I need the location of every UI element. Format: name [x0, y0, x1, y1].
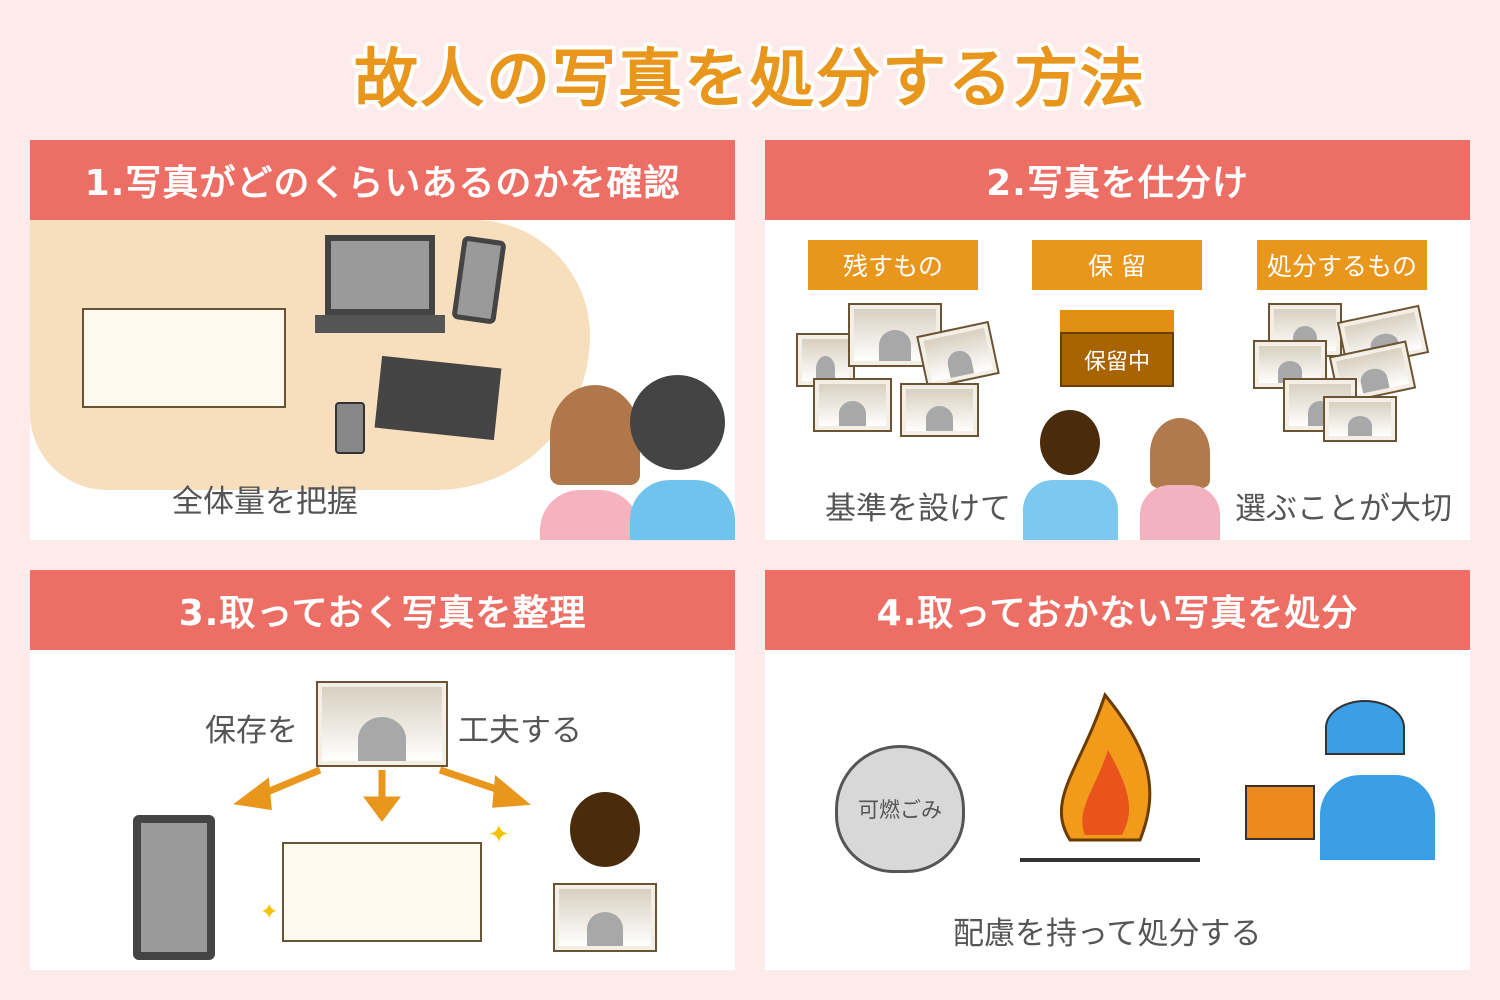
panel-heading: 4.取っておかない写真を処分	[765, 570, 1470, 650]
woman-body	[540, 490, 640, 540]
group-photo-icon	[316, 681, 448, 767]
man-illustration	[1040, 410, 1100, 475]
woman-body	[1140, 485, 1220, 540]
caption: 全体量を把握	[172, 484, 358, 520]
panel-4-dispose: 4.取っておかない写真を処分 可燃ごみ 配慮を持って処分する	[765, 570, 1470, 970]
group-photo-icon	[553, 883, 657, 952]
box-icon: 保留中	[1060, 332, 1174, 387]
caption-right: 工夫する	[458, 713, 582, 749]
label-hold: 保 留	[1032, 240, 1202, 290]
bag-label: 可燃ごみ	[858, 798, 942, 822]
man-body	[630, 480, 735, 540]
worker-illustration	[1320, 775, 1435, 860]
box-label: 保留中	[1083, 349, 1150, 375]
arrow-right-head	[492, 775, 531, 808]
woman-illustration	[1150, 418, 1210, 488]
panel-2-sort: 2.写真を仕分け 残すもの 保 留 処分するもの 保留中 基準を設けて 選ぶこと…	[765, 140, 1470, 540]
truck-icon	[1245, 785, 1315, 840]
sparkle-icon: ✦	[260, 900, 279, 925]
bonfire-icon	[1020, 691, 1200, 862]
photo-icon	[1253, 340, 1327, 389]
arrow-down-head	[363, 796, 401, 822]
album-icon	[282, 842, 482, 942]
film-roll-icon	[335, 402, 365, 454]
caption-left: 基準を設けて	[825, 491, 1011, 527]
laptop-icon	[325, 235, 435, 315]
man-body	[1023, 480, 1118, 540]
garbage-bag-icon: 可燃ごみ	[835, 745, 965, 873]
panel-heading: 1.写真がどのくらいあるのかを確認	[30, 140, 735, 220]
smartphone-icon	[133, 815, 215, 960]
caption: 配慮を持って処分する	[953, 916, 1262, 952]
panel-heading: 3.取っておく写真を整理	[30, 570, 735, 650]
label-keep: 残すもの	[808, 240, 978, 290]
label-dispose: 処分するもの	[1257, 240, 1427, 290]
arrows	[233, 766, 531, 822]
album-open-illustration	[82, 308, 286, 408]
man-illustration	[630, 375, 725, 470]
sparkle-icon: ✦	[488, 820, 510, 850]
photo-icon	[900, 383, 979, 437]
woman-illustration	[550, 385, 640, 485]
panel-3-organize: 3.取っておく写真を整理 保存を 工夫する ✦ ✦	[30, 570, 735, 970]
page-title: 故人の写真を処分する方法	[354, 43, 1146, 117]
photo-icon	[1323, 396, 1397, 442]
photo-icon	[813, 378, 892, 432]
panel-heading: 2.写真を仕分け	[765, 140, 1470, 220]
caption-right: 選ぶことが大切	[1235, 491, 1452, 527]
caption-left: 保存を	[205, 713, 298, 749]
photo-icon	[796, 333, 855, 387]
videotape-icon	[374, 355, 502, 441]
worker-cap	[1325, 700, 1405, 755]
boy-illustration	[570, 792, 640, 867]
arrow-left-head	[233, 777, 272, 811]
laptop-base	[315, 315, 445, 333]
panel-1-check-amount: 1.写真がどのくらいあるのかを確認 全体量を把握	[30, 140, 735, 540]
